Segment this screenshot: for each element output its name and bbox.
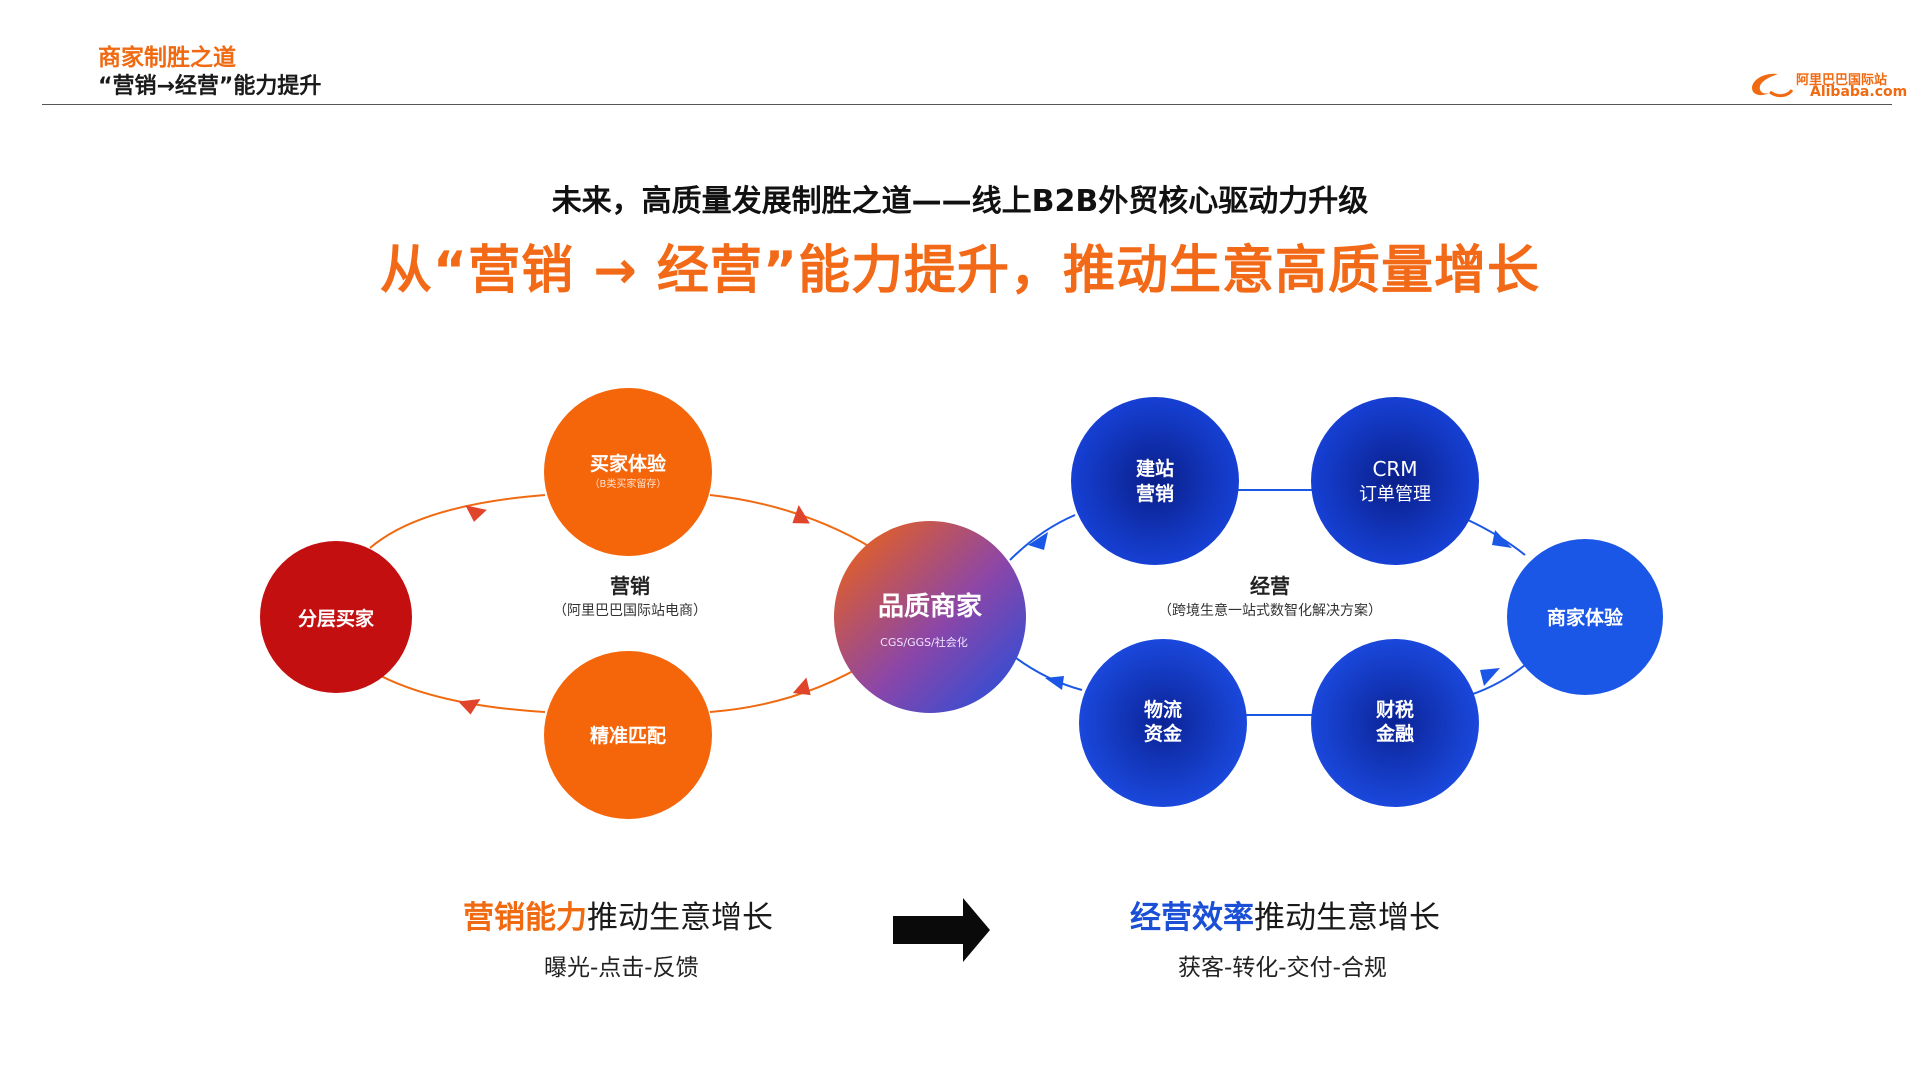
label-site-line1: 建站 (1136, 457, 1174, 480)
label-crm-line1: CRM (1372, 457, 1417, 481)
label-marketing-center: 营销 (610, 574, 650, 598)
arrow-to-hub-top (792, 505, 810, 524)
arrow-to-layer-buyer (458, 698, 481, 715)
node-quality-merchant (834, 521, 1026, 713)
label-crm-line2: 订单管理 (1359, 484, 1431, 505)
bottom-left-accent: 营销能力 (463, 900, 587, 936)
bottom-left-caption: 营销能力推动生意增长 (463, 892, 773, 937)
right-hub-to-site-link (1009, 514, 1076, 561)
label-quality-merchant: 品质商家 (878, 591, 982, 622)
right-exp-to-tax-link (1469, 664, 1526, 696)
label-operation-note: （跨境生意一站式数智化解决方案） (1158, 602, 1382, 619)
node-precise-match (544, 651, 712, 819)
label-merchant-exp: 商家体验 (1547, 606, 1624, 629)
logo-en-text: Alibaba.com (1810, 84, 1908, 100)
label-quality-merchant-note: CGS/GGS/社会化 (880, 635, 968, 649)
label-buyer-exp-note: （B类买家留存） (590, 477, 667, 490)
arrow-to-buyer-exp (465, 505, 487, 522)
arrow-to-site (1028, 532, 1048, 550)
label-layer-buyer: 分层买家 (298, 607, 375, 630)
left-top-link (369, 494, 546, 549)
node-tax-finance (1311, 639, 1479, 807)
bottom-right-sub: 获客-转化-交付-合规 (1178, 955, 1387, 981)
node-crm (1311, 397, 1479, 565)
arrow-to-precise (792, 677, 811, 696)
left-bottom-left-link (369, 669, 546, 713)
bottom-left-rest: 推动生意增长 (587, 900, 773, 936)
arrow-to-merchant-exp (1492, 530, 1512, 548)
header-divider (42, 104, 1892, 105)
label-tax-line1: 财税 (1376, 698, 1414, 721)
label-buyer-exp: 买家体验 (590, 452, 667, 475)
bottom-right-caption: 经营效率推动生意增长 (1130, 892, 1440, 937)
left-top-right-link (709, 494, 873, 549)
logo-cn-text: 阿里巴巴国际站 (1796, 73, 1888, 88)
node-buyer-exp (544, 388, 712, 556)
left-bottom-right-link (709, 659, 873, 713)
label-marketing-note: （阿里巴巴国际站电商） (553, 603, 707, 619)
arrow-to-tax (1480, 668, 1500, 686)
label-logistics-line2: 资金 (1144, 722, 1183, 745)
node-layer-buyer (260, 541, 412, 693)
label-precise-match: 精准匹配 (590, 724, 666, 747)
bottom-right-rest: 推动生意增长 (1254, 900, 1440, 936)
bottom-left-sub: 曝光-点击-反馈 (544, 955, 699, 981)
label-operation-center: 经营 (1250, 574, 1290, 598)
label-tax-line2: 金融 (1375, 722, 1414, 745)
node-logistics (1079, 639, 1247, 807)
bottom-right-accent: 经营效率 (1130, 900, 1254, 936)
label-logistics-line1: 物流 (1144, 698, 1182, 721)
arrow-to-hub-bottom (1045, 676, 1064, 690)
node-merchant-exp (1507, 539, 1663, 695)
header-subtitle: “营销→经营”能力提升 (98, 74, 322, 99)
header-title: 商家制胜之道 (98, 45, 236, 71)
main-headline: 从“营销 → 经营”能力提升，推动生意高质量增长 (379, 241, 1541, 301)
label-site-line2: 营销 (1136, 482, 1174, 505)
alibaba-logo: 阿里巴巴国际站 Alibaba.com (1748, 68, 1907, 102)
transition-arrow-icon (893, 898, 990, 962)
right-logistics-to-hub-link (1011, 654, 1083, 691)
alibaba-smile-icon (1752, 73, 1794, 98)
node-site-marketing (1071, 397, 1239, 565)
super-headline: 未来，高质量发展制胜之道——线上B2B外贸核心驱动力升级 (551, 184, 1369, 219)
